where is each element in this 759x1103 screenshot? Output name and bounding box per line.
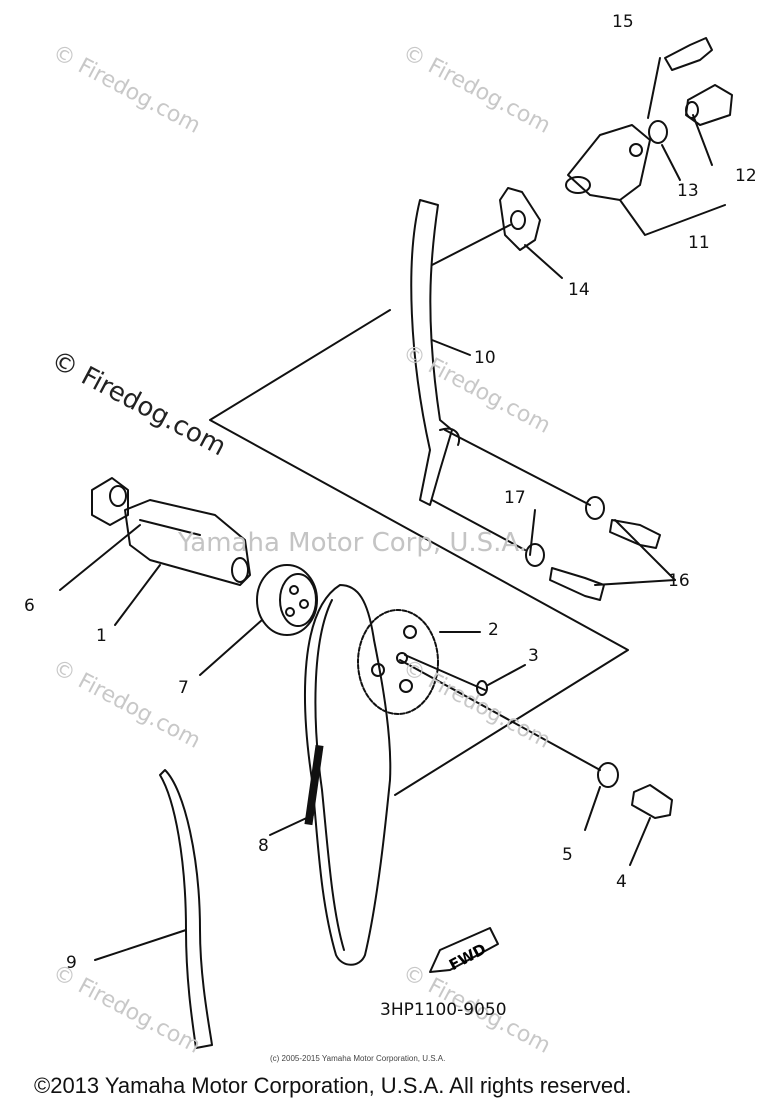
fwd-tag-outline [429,927,499,973]
part-label: 9 [66,953,77,973]
bolt-16a [609,519,661,549]
part-label: 2 [488,620,499,640]
bolt-15 [664,37,713,71]
part-label: 7 [178,678,189,698]
cam-sprocket [357,609,439,715]
assembly-line [209,309,629,796]
part-label: 13 [677,181,699,201]
washer-13 [648,120,668,144]
chain-guide-9 [159,769,213,1049]
bolt-12 [685,84,733,126]
washer-17a [585,496,605,520]
part-label: 15 [612,12,634,32]
part-label: 11 [688,233,710,253]
chain-guide-10 [410,199,453,506]
part-label: 8 [258,836,269,856]
part-label: 4 [616,872,627,892]
pin-3 [404,654,486,691]
small-copyright: (c) 2005-2015 Yamaha Motor Corporation, … [270,1054,446,1063]
part-label: 17 [504,488,526,508]
part-label: 14 [568,280,590,300]
part-label: 10 [474,348,496,368]
part-label: 5 [562,845,573,865]
bolt-16b [549,567,605,601]
bearing-6 [91,477,129,526]
tensioner [565,124,651,201]
part-label: 3 [528,646,539,666]
washer-5 [597,762,619,788]
timing-chain [304,584,392,966]
part-label: 12 [735,166,757,186]
diagram-code: 3HP1100-9050 [380,1000,507,1020]
part-label: 16 [668,571,690,591]
washer-17b [525,543,545,567]
main-copyright: ©2013 Yamaha Motor Corporation, U.S.A. A… [34,1073,632,1098]
part-label: 1 [96,626,107,646]
camshaft [124,499,251,586]
part-label: 6 [24,596,35,616]
bolt-4 [631,784,673,819]
bearing-7 [256,564,318,636]
gasket-14 [499,187,541,251]
